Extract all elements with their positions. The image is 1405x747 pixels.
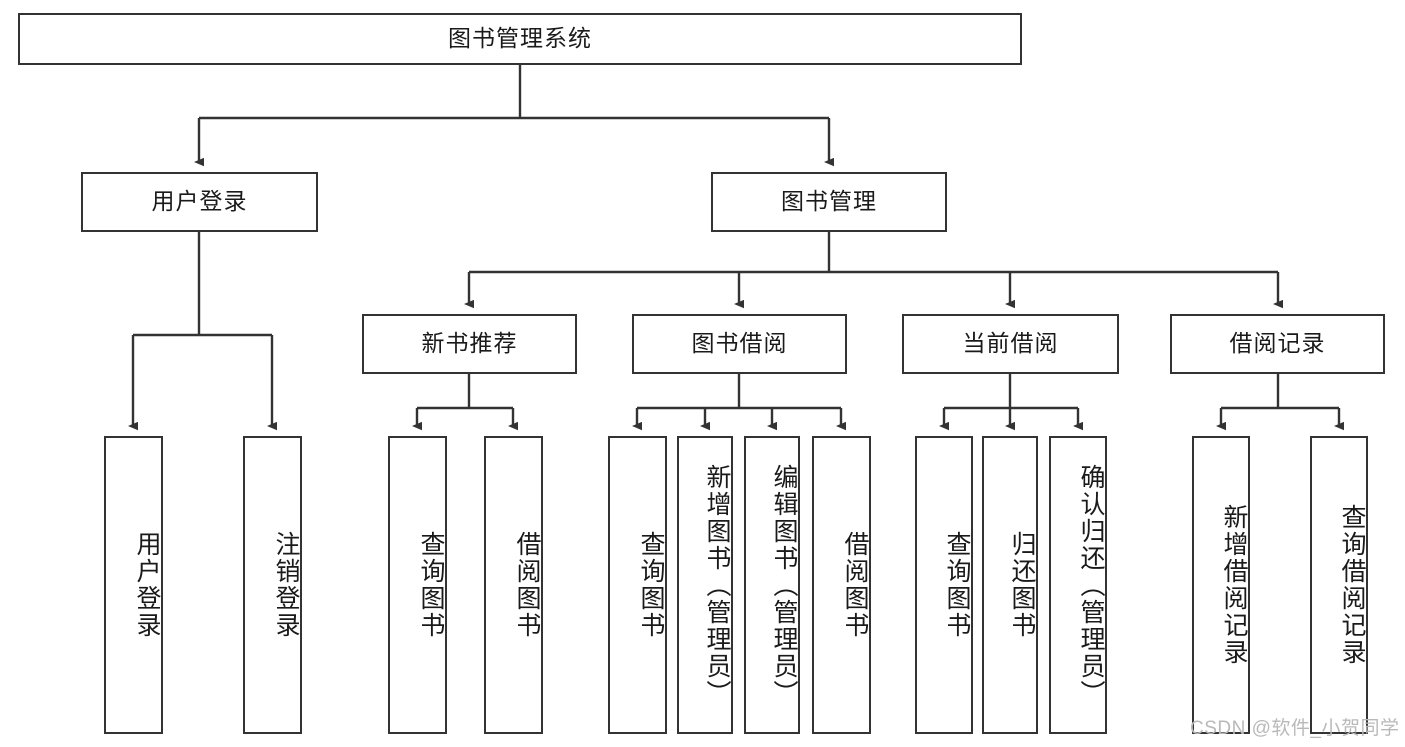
leaf-label: 查询借阅记录 bbox=[1338, 504, 1366, 666]
leaf-add-borrow-record[interactable]: 新增借阅记录 bbox=[1192, 436, 1250, 734]
leaf-user-login[interactable]: 用户登录 bbox=[104, 436, 163, 734]
leaf-label: 用户登录 bbox=[133, 531, 161, 639]
node-root[interactable]: 图书管理系统 bbox=[18, 13, 1022, 65]
leaf-query-book-borrow[interactable]: 查询图书 bbox=[608, 436, 667, 734]
leaf-query-book-recommend[interactable]: 查询图书 bbox=[388, 436, 447, 734]
leaf-label: 确认归还（管理员） bbox=[1077, 463, 1105, 707]
leaf-add-book-admin[interactable]: 新增图书（管理员） bbox=[677, 436, 733, 734]
leaf-label: 编辑图书（管理员） bbox=[770, 463, 798, 707]
leaf-return-book[interactable]: 归还图书 bbox=[982, 436, 1038, 734]
leaf-label: 查询图书 bbox=[637, 531, 665, 639]
leaf-label: 查询图书 bbox=[943, 531, 971, 639]
leaf-label: 新增图书（管理员） bbox=[703, 463, 731, 707]
node-new-book-recommend[interactable]: 新书推荐 bbox=[362, 314, 577, 374]
leaf-logout[interactable]: 注销登录 bbox=[243, 436, 302, 734]
leaf-label: 查询图书 bbox=[417, 531, 445, 639]
node-user-login[interactable]: 用户登录 bbox=[81, 172, 318, 232]
leaf-label: 借阅图书 bbox=[513, 531, 541, 639]
node-book-management[interactable]: 图书管理 bbox=[711, 172, 947, 232]
node-current-borrow[interactable]: 当前借阅 bbox=[902, 314, 1119, 374]
leaf-label: 归还图书 bbox=[1008, 531, 1036, 639]
node-borrow-records[interactable]: 借阅记录 bbox=[1170, 314, 1385, 374]
leaf-edit-book-admin[interactable]: 编辑图书（管理员） bbox=[744, 436, 800, 734]
leaf-label: 注销登录 bbox=[272, 531, 300, 639]
leaf-label: 新增借阅记录 bbox=[1220, 504, 1248, 666]
leaf-confirm-return-admin[interactable]: 确认归还（管理员） bbox=[1049, 436, 1107, 734]
leaf-lend-book[interactable]: 借阅图书 bbox=[812, 436, 871, 734]
leaf-label: 借阅图书 bbox=[841, 531, 869, 639]
leaf-query-borrow-record[interactable]: 查询借阅记录 bbox=[1310, 436, 1368, 734]
node-book-borrow[interactable]: 图书借阅 bbox=[632, 314, 847, 374]
leaf-query-book-current[interactable]: 查询图书 bbox=[915, 436, 973, 734]
leaf-borrow-book-recommend[interactable]: 借阅图书 bbox=[484, 436, 543, 734]
